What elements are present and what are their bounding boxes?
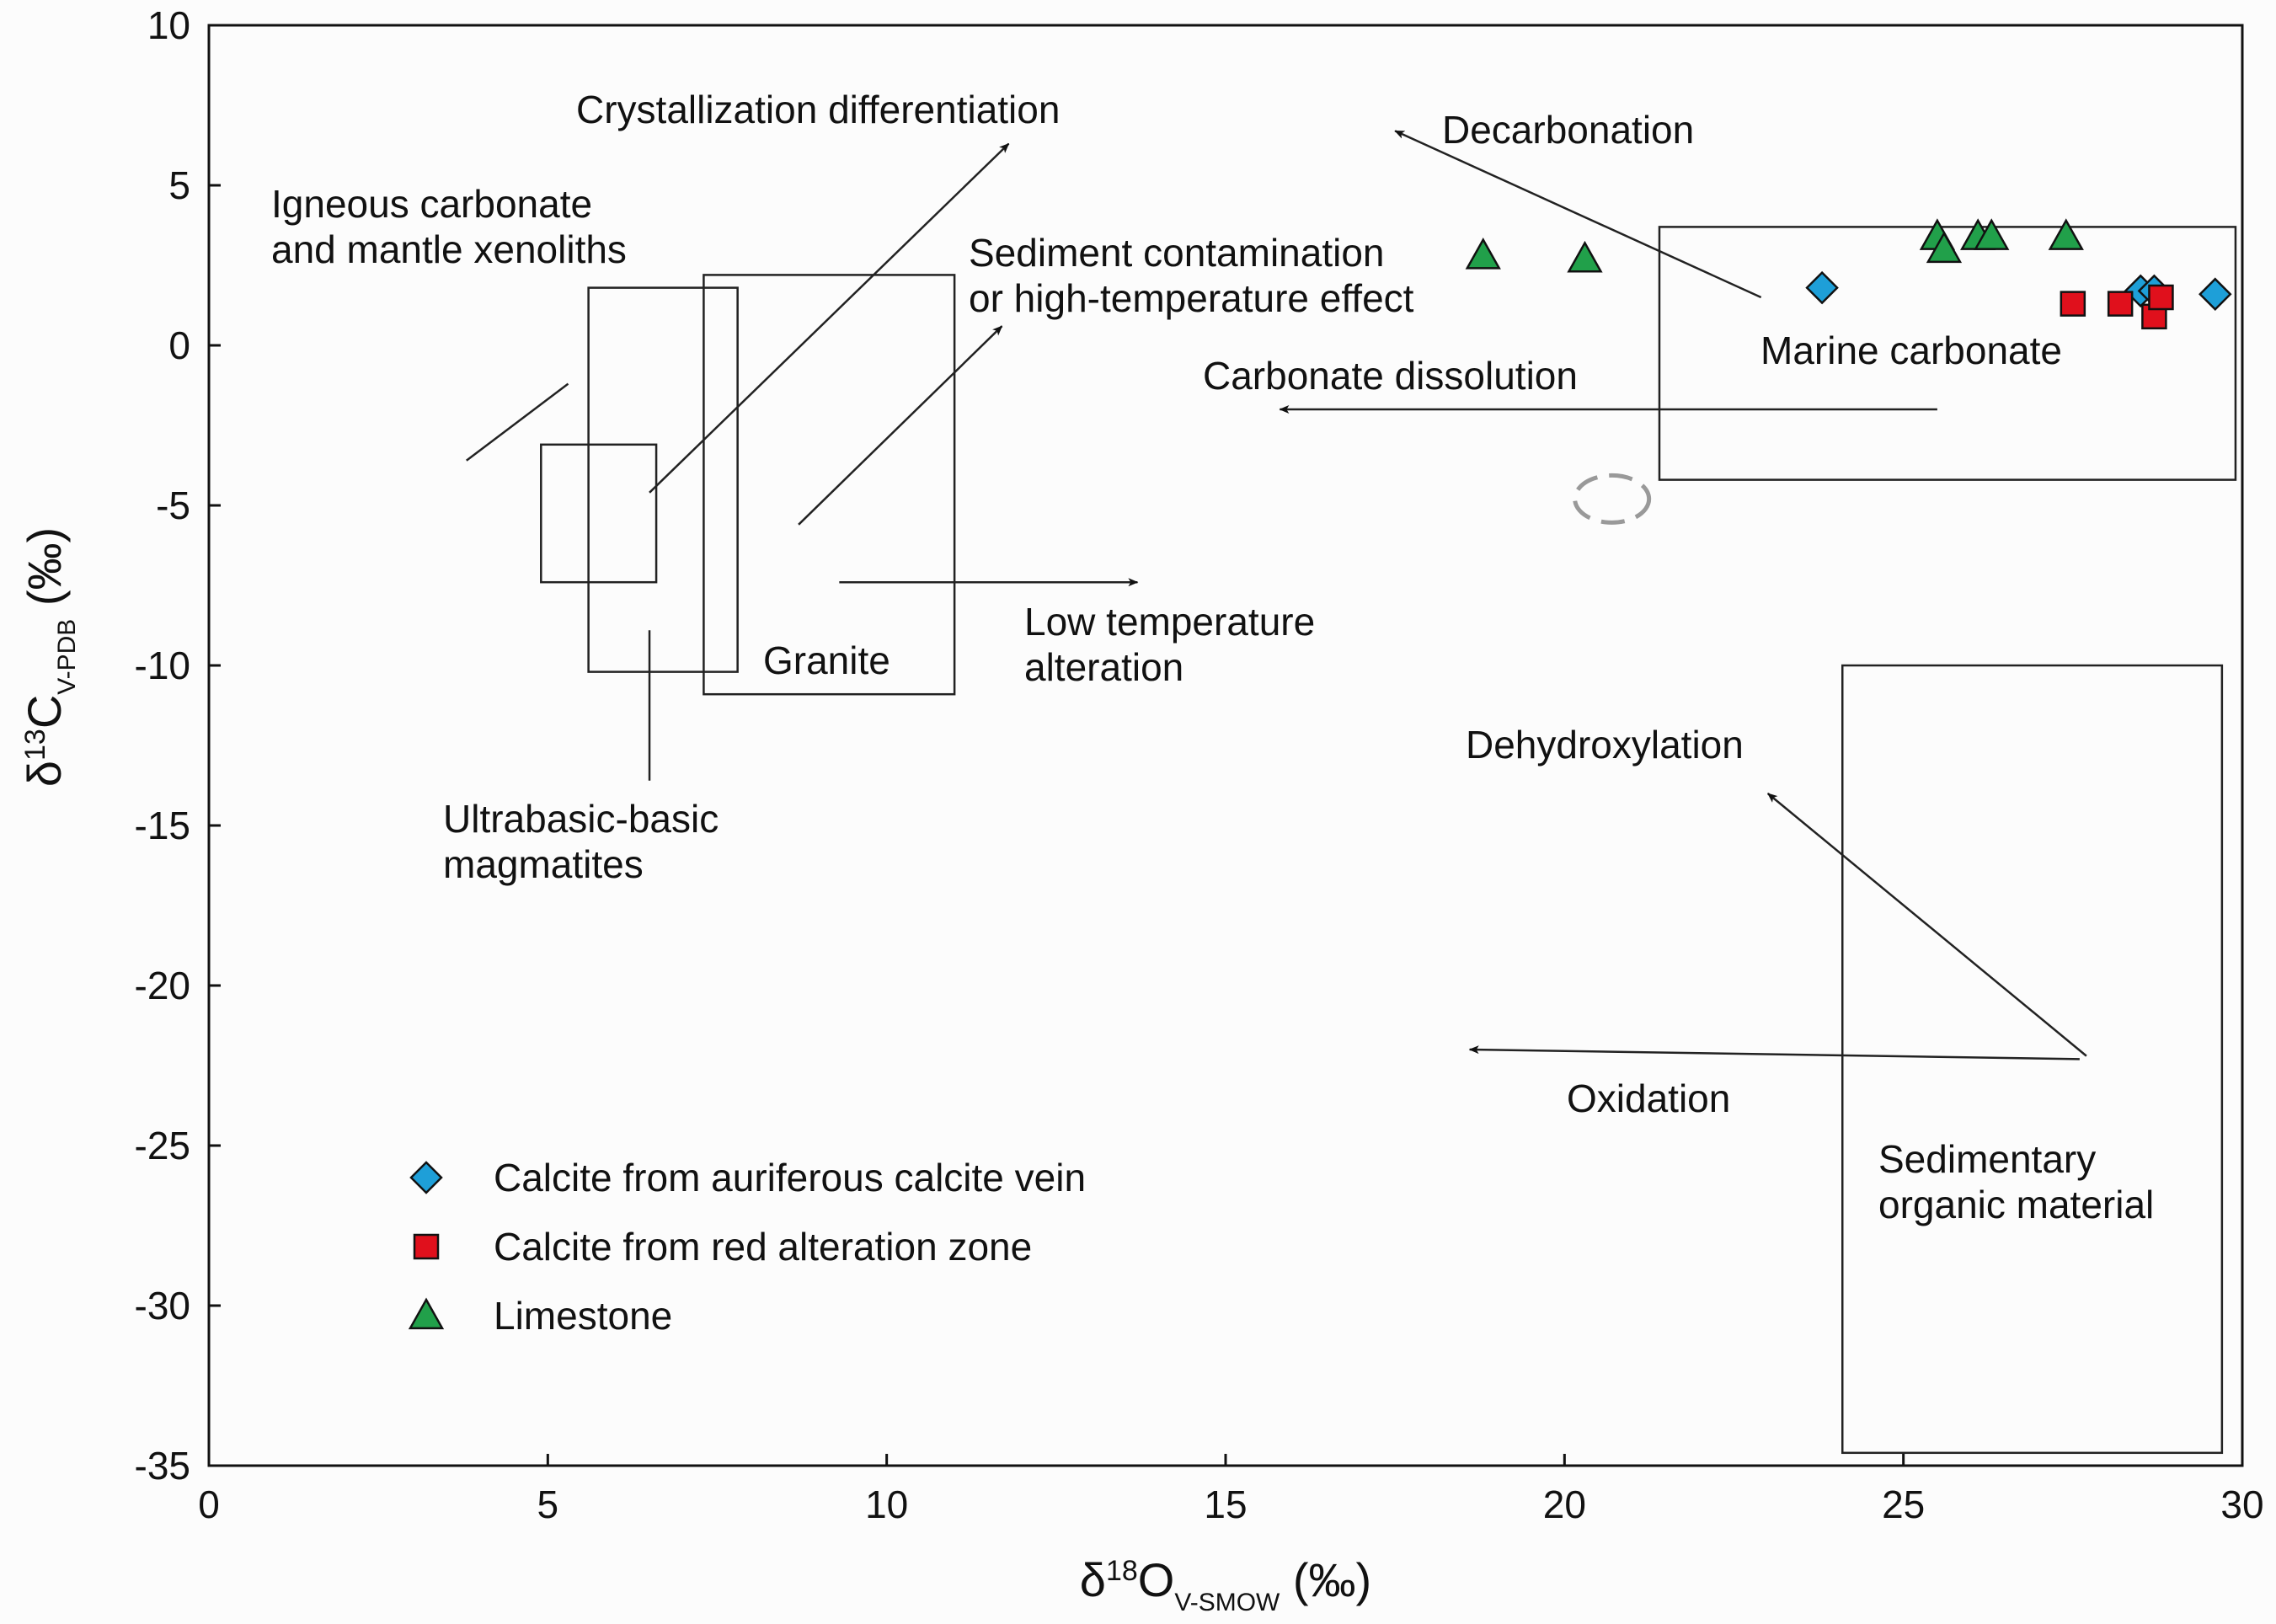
auriferous-vein-legend-label: Calcite from auriferous calcite vein	[494, 1156, 1086, 1199]
sediment-arrow	[798, 325, 1003, 526]
annotation-oxidation: Oxidation	[1567, 1076, 1730, 1120]
x-tick-label: 5	[537, 1482, 559, 1526]
y-tick-label: -35	[135, 1444, 190, 1488]
axes: 0 5 10 15 20 25 30 10 5 0 -5 -10 -15 -20 -25 -30 -35 δ18O…	[18, 3, 2264, 1616]
decarbonation-arrow	[1394, 130, 1762, 299]
red-alteration-point	[2060, 291, 2086, 317]
x-tick-label: 20	[1543, 1482, 1586, 1526]
y-tick-label: -5	[156, 483, 190, 527]
annotation-granite: Granite	[763, 638, 890, 682]
x-tick-label: 10	[865, 1482, 908, 1526]
y-axis-title: δ13CV-PDB (‰)	[18, 527, 81, 787]
ultrabasic-field-box	[587, 286, 739, 673]
x-tick-label: 15	[1204, 1482, 1247, 1526]
annotation-sedorganic-line-2: organic material	[1878, 1183, 2154, 1226]
crystallization-arrow	[649, 142, 1010, 494]
y-tick-label: 10	[147, 3, 190, 47]
annotation-igneous-line-2: and mantle xenoliths	[271, 227, 627, 271]
annotation-sediment-line-1: Sediment contamination	[969, 231, 1385, 275]
annotation-decarbonation: Decarbonation	[1442, 108, 1694, 152]
auriferous-vein-legend-marker	[409, 1161, 443, 1194]
x-tick-label: 0	[198, 1482, 220, 1526]
igneous-field-box	[540, 443, 658, 584]
red-alteration-point	[2107, 291, 2134, 317]
x-tick-label: 30	[2220, 1482, 2263, 1526]
marine-carbonate-field-box	[1658, 226, 2237, 481]
red-alteration-legend-label: Calcite from red alteration zone	[494, 1225, 1032, 1269]
red-alteration-point	[2148, 284, 2174, 311]
annotation-sedorganic-line-1: Sedimentary	[1878, 1137, 2096, 1181]
annotation-crystallization: Crystallization differentiation	[576, 88, 1060, 131]
annotation-marine: Marine carbonate	[1760, 329, 2062, 372]
y-tick-label: -10	[135, 644, 190, 687]
x-tick-label: 25	[1882, 1482, 1925, 1526]
annotation-dehydroxylation: Dehydroxylation	[1466, 723, 1744, 767]
annotation-ultrabasic-line-1: Ultrabasic-basic	[443, 797, 719, 841]
limestone-point	[1974, 218, 2010, 250]
dehydroxylation-arrow	[1766, 793, 2087, 1057]
limestone-point	[1465, 238, 1501, 270]
annotation-lowtemp-line-2: alteration	[1024, 645, 1183, 689]
dashed-ellipse	[1573, 473, 1652, 525]
limestone-point	[1567, 240, 1603, 273]
legend: Calcite from auriferous calcite veinCalc…	[408, 1156, 1086, 1338]
limestone-legend-label: Limestone	[494, 1294, 672, 1338]
annotation-sediment-line-2: or high-temperature effect	[969, 276, 1414, 320]
auriferous-vein-point	[2199, 277, 2232, 311]
limestone-legend-marker	[408, 1297, 445, 1330]
annotation-lines	[466, 130, 2087, 1060]
annotation-dissolution: Carbonate dissolution	[1203, 354, 1578, 398]
y-tick-label: 0	[168, 323, 190, 367]
annotation-lowtemp-line-1: Low temperature	[1024, 600, 1315, 644]
annotation-igneous-line-1: Igneous carbonate	[271, 182, 592, 226]
y-tick-label: -15	[135, 804, 190, 847]
y-tick-label: -30	[135, 1284, 190, 1328]
x-axis-title: δ18OV-SMOW (‰)	[1080, 1553, 1371, 1616]
y-tick-label: -25	[135, 1124, 190, 1167]
sedimentary-organic-field-box	[1841, 664, 2224, 1455]
igneous-leader-line	[466, 382, 569, 462]
data-points	[1465, 218, 2232, 330]
annotation-ultrabasic-line-2: magmatites	[443, 842, 644, 886]
oxidation-arrow	[1468, 1045, 2080, 1060]
y-tick-label: 5	[168, 163, 190, 207]
limestone-point	[2048, 218, 2084, 250]
auriferous-vein-point	[1805, 270, 1839, 305]
granite-field-box	[703, 274, 956, 696]
y-tick-label: -20	[135, 964, 190, 1007]
limestone-point	[1926, 231, 1963, 264]
red-alteration-legend-marker	[413, 1233, 440, 1260]
field-boxes	[540, 226, 2237, 1455]
